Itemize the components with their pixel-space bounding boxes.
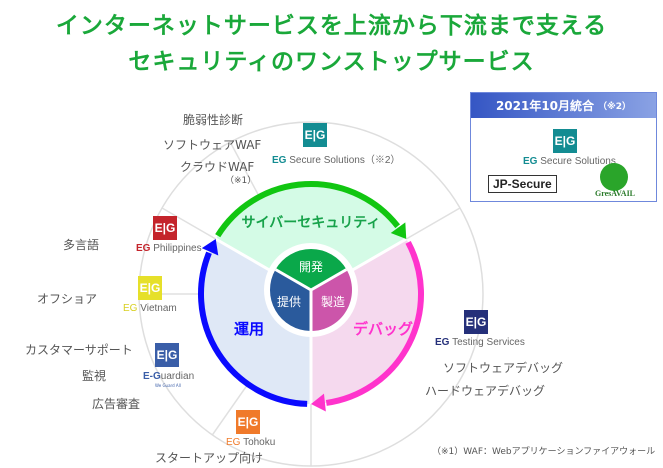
service-startup: スタートアップ向け xyxy=(155,451,264,465)
jp-secure-logo: JP-Secure xyxy=(488,175,557,193)
eg-tohoku-logo: E|G xyxy=(236,410,260,434)
merged-eg-logo: E|G xyxy=(553,129,577,153)
e-guardian-tagline: We Guard All xyxy=(155,383,181,388)
eg-philippines-label: EG Philippines xyxy=(136,243,202,254)
spoke-line xyxy=(405,207,461,240)
security-arrow-arc xyxy=(215,181,401,238)
service-cloud-waf-note: （※1） xyxy=(225,176,257,186)
inner-develop-label: 開発 xyxy=(299,260,323,274)
merger-box: 2021年10月統合（※2） E|G EG Secure Solutions J… xyxy=(470,92,657,202)
sector-divider xyxy=(214,237,278,276)
eg-philippines-logo: E|G xyxy=(153,216,177,240)
operation-arrow-head xyxy=(201,239,219,256)
service-software-waf: ソフトウェアWAF xyxy=(163,138,262,152)
inner-manufacture-label: 製造 xyxy=(321,295,345,309)
eg-vietnam-label: EG Vietnam xyxy=(123,303,177,314)
eg-testing-services-logo: E|G xyxy=(464,310,488,334)
service-cloud-waf: クラウドWAF xyxy=(180,160,255,174)
sector-dividers xyxy=(214,237,408,404)
debug-arrow-head xyxy=(311,393,326,412)
eg-tohoku-label: EG Tohoku xyxy=(226,437,276,448)
spoke-line xyxy=(211,383,249,436)
gresavail-label: GresAVAIL xyxy=(595,189,636,198)
service-vuln: 脆弱性診断 xyxy=(183,113,244,127)
inner-divider xyxy=(274,268,312,292)
eg-secure-solutions-label: EG Secure Solutions（※2） xyxy=(272,155,401,166)
title-line-2: セキュリティのワンストップサービス xyxy=(128,49,535,75)
gresavail-logo-icon xyxy=(600,163,628,191)
service-hardware-debug: ハードウェアデバッグ xyxy=(425,384,546,398)
eg-secure-solutions-logo: E|G xyxy=(303,123,327,147)
outer-spokes xyxy=(139,141,461,466)
service-ad-review: 広告審査 xyxy=(92,397,141,411)
service-multilingual: 多言語 xyxy=(63,238,100,252)
eg-testing-services-label: EG Testing Services xyxy=(435,337,525,348)
inner-provide-label: 提供 xyxy=(277,294,301,309)
operation-label: 運用 xyxy=(234,320,264,338)
eg-vietnam-logo: E|G xyxy=(138,276,162,300)
security-sector xyxy=(215,184,407,294)
security-label: サイバーセキュリティ xyxy=(242,215,381,231)
sector-divider xyxy=(344,237,408,276)
security-arrow-head xyxy=(390,222,407,239)
operation-arrow-arc xyxy=(198,251,308,407)
service-monitoring: 監視 xyxy=(82,369,107,383)
inner-divider xyxy=(310,268,348,292)
spoke-line xyxy=(161,207,217,240)
e-guardian-label: E-Guardian xyxy=(143,371,195,382)
merged-eg-label: EG Secure Solutions xyxy=(523,156,616,167)
debug-arrow-arc xyxy=(325,240,424,406)
e-guardian-logo: E|G xyxy=(155,343,179,367)
footnote: （※1）WAF：Webアプリケーションファイアウォール xyxy=(432,447,656,457)
merger-header: 2021年10月統合（※2） xyxy=(471,93,656,118)
inner-develop-sector xyxy=(275,248,347,290)
title-line-1: インターネットサービスを上流から下流まで支える xyxy=(55,13,608,39)
spoke-line xyxy=(229,141,261,198)
service-offshore: オフショア xyxy=(37,292,98,306)
debug-label: デバッグ xyxy=(353,320,413,338)
service-customer-support: カスタマーサポート xyxy=(25,343,133,357)
service-software-debug: ソフトウェアデバッグ xyxy=(443,361,564,375)
